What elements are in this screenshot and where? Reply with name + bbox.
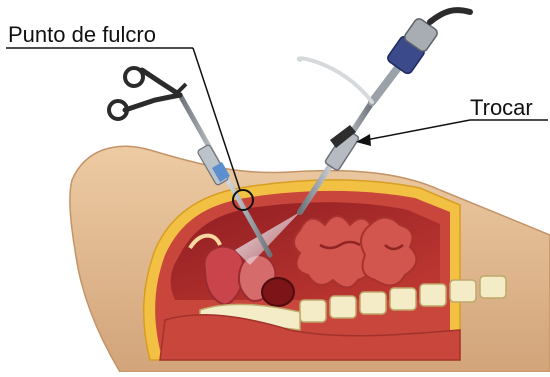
trocar-leader: [356, 120, 548, 146]
label-fulcrum-point: Punto de fulcro: [8, 24, 156, 46]
label-trocar: Trocar: [470, 97, 533, 119]
bowel-loops: [294, 216, 416, 288]
